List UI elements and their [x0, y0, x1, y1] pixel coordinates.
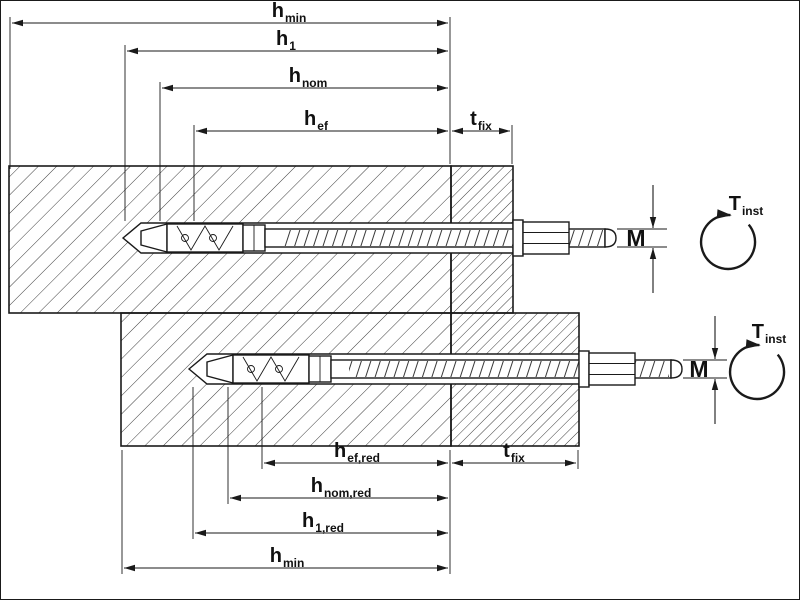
dim-label-h-nom-upper-base: h — [288, 65, 301, 87]
dim-label-h-min-upper: hmin — [271, 0, 307, 25]
dim-label-t-fix-upper-sub: fix — [477, 119, 492, 133]
dim-label-t-fix-lower-base: t — [503, 440, 510, 462]
dim-label-h-ef-upper: hef — [304, 107, 328, 133]
dim-label-h-1-red-lower-base: h — [302, 510, 315, 532]
thread-diameter-dim-upper — [617, 185, 667, 293]
dim-h-nom-upper — [159, 82, 449, 221]
dim-h-1-red-lower — [192, 387, 449, 539]
torque-arrow-upper — [699, 209, 757, 271]
hex-nut-lower — [588, 352, 636, 386]
dim-label-h-1-upper-sub: 1 — [289, 39, 296, 53]
dim-label-h-ef-red-lower: hef,red — [334, 439, 380, 465]
dim-label-h-1-red-lower: h1,red — [302, 509, 344, 535]
dim-h-ef-red-lower — [261, 387, 449, 469]
dim-h-ef-upper — [193, 125, 449, 221]
torque-label-upper: Tinst — [728, 192, 764, 218]
dim-label-h-ef-red-lower-sub: ef,red — [347, 451, 380, 465]
torque-label-lower-sub: inst — [764, 332, 787, 346]
thread-size-label-upper: M — [626, 225, 646, 251]
dim-label-h-min-lower-sub: min — [282, 556, 305, 570]
thread-diameter-dim-lower — [683, 316, 727, 424]
dim-label-h-ef-upper-sub: ef — [317, 119, 328, 133]
dim-label-h-ef-upper-base: h — [304, 108, 317, 130]
dim-label-h-min-lower: hmin — [269, 544, 305, 570]
anchor-bolt-upper — [140, 219, 617, 257]
torque-label-lower: Tinst — [751, 320, 787, 346]
dim-h-min-upper — [9, 17, 449, 169]
dim-t-fix-upper — [449, 17, 513, 164]
anchor-bolt-lower — [206, 350, 683, 388]
upper-installation — [8, 17, 757, 314]
torque-label-upper-base: T — [728, 193, 741, 215]
dim-label-h-nom-red-lower-base: h — [310, 475, 323, 497]
dim-label-h-min-upper-base: h — [271, 0, 284, 22]
dim-label-h-1-upper-base: h — [276, 28, 289, 50]
dim-label-t-fix-lower-sub: fix — [510, 451, 525, 465]
dim-label-h-nom-red-lower-sub: nom,red — [323, 486, 372, 500]
washer-lower — [578, 350, 590, 388]
rod-tip-upper — [604, 228, 617, 248]
torque-label-lower-base: T — [751, 321, 764, 343]
dim-label-h-nom-red-lower: hnom,red — [310, 474, 372, 500]
dim-label-h-nom-upper-sub: nom — [301, 76, 328, 90]
dim-h-1-upper — [124, 45, 449, 221]
dim-label-t-fix-upper: tfix — [470, 107, 492, 133]
hex-nut-upper — [522, 221, 570, 255]
rod-tip-lower — [670, 359, 683, 379]
torque-arrow-lower — [728, 339, 786, 401]
washer-upper — [512, 219, 524, 257]
dim-label-h-nom-upper: hnom — [288, 64, 328, 90]
dim-label-t-fix-lower: tfix — [503, 439, 525, 465]
thread-size-label-lower: M — [689, 356, 709, 382]
dim-label-h-ef-red-lower-base: h — [334, 440, 347, 462]
dim-h-nom-red-lower — [227, 387, 449, 504]
dim-t-fix-lower — [451, 450, 579, 469]
dim-label-h-1-upper: h1 — [276, 27, 296, 53]
torque-label-upper-sub: inst — [741, 204, 764, 218]
dim-h-min-lower — [121, 450, 451, 574]
lower-installation — [120, 312, 786, 574]
dim-label-t-fix-upper-base: t — [470, 108, 477, 130]
dim-label-h-1-red-lower-sub: 1,red — [315, 521, 344, 535]
dim-label-h-min-upper-sub: min — [284, 11, 307, 25]
expansion-clip-prongs-lower — [242, 356, 300, 382]
expansion-clip-lower — [232, 354, 310, 384]
expansion-clip-prongs-upper — [176, 225, 234, 251]
dim-label-h-min-lower-base: h — [269, 545, 282, 567]
